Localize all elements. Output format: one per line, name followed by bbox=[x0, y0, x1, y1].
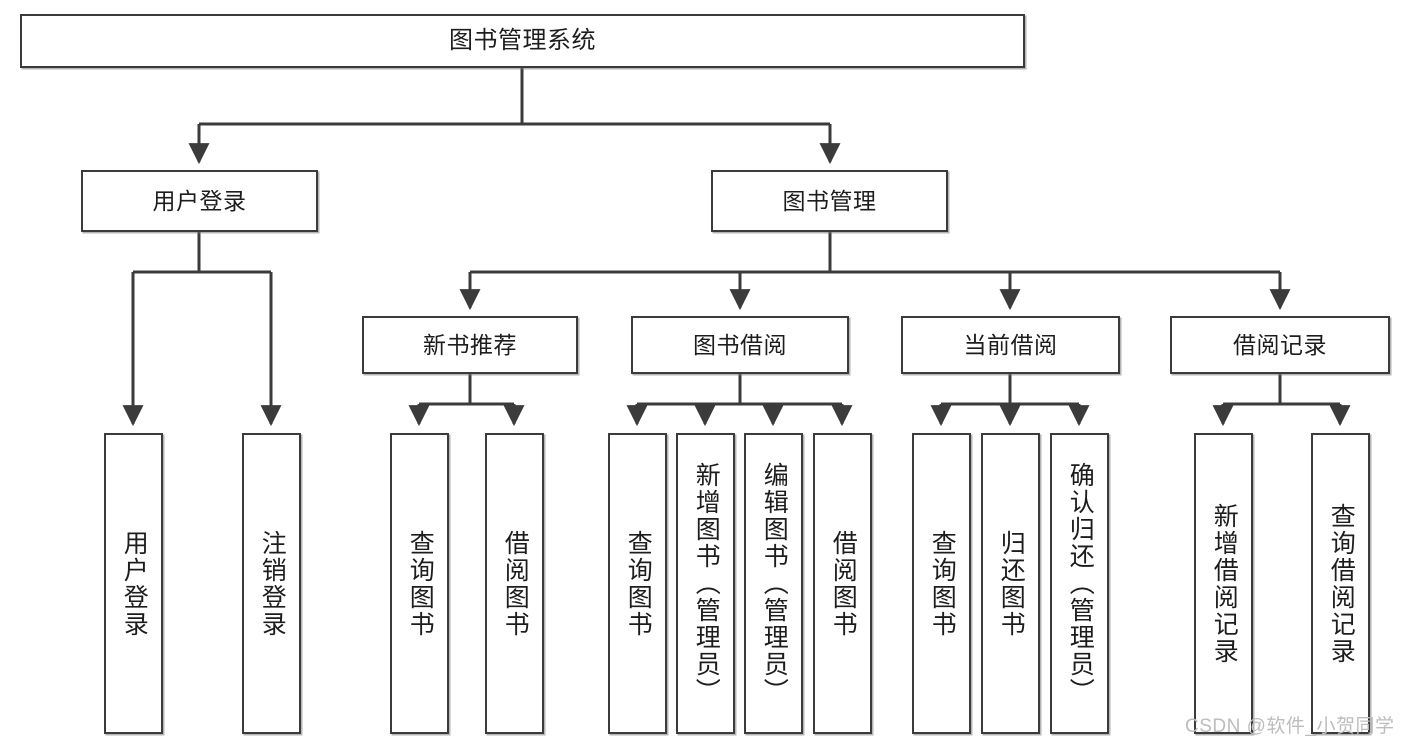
node-root-system[interactable]: 图书管理系统 bbox=[20, 14, 1025, 68]
node-label: 新书推荐 bbox=[423, 331, 517, 358]
leaf-confirm-return[interactable]: 确认归还（管理员） bbox=[1050, 433, 1109, 734]
node-label: 当前借阅 bbox=[963, 331, 1058, 358]
node-label: 查询图书 bbox=[406, 529, 435, 638]
leaf-add-borrow-record[interactable]: 新增借阅记录 bbox=[1194, 433, 1253, 734]
leaf-edit-book[interactable]: 编辑图书（管理员） bbox=[744, 433, 803, 734]
node-label: 图书借阅 bbox=[693, 331, 787, 358]
watermark-text: CSDN @软件_小贺同学 bbox=[1185, 716, 1395, 737]
node-label: 借阅图书 bbox=[501, 529, 530, 638]
node-label: 用户登录 bbox=[152, 187, 247, 214]
leaf-query-book-recommend[interactable]: 查询图书 bbox=[390, 433, 449, 734]
leaf-logout-login[interactable]: 注销登录 bbox=[242, 433, 301, 734]
node-new-book-recommend[interactable]: 新书推荐 bbox=[362, 316, 578, 374]
node-user-login[interactable]: 用户登录 bbox=[81, 170, 318, 232]
node-label: 图书管理 bbox=[782, 187, 877, 214]
node-book-manage[interactable]: 图书管理 bbox=[711, 170, 948, 232]
node-label: 查询借阅记录 bbox=[1327, 502, 1356, 665]
node-label: 查询图书 bbox=[624, 529, 653, 638]
node-label: 新增借阅记录 bbox=[1210, 502, 1239, 665]
leaf-return-book[interactable]: 归还图书 bbox=[981, 433, 1040, 734]
node-label: 查询图书 bbox=[928, 529, 957, 638]
leaf-query-book-borrow[interactable]: 查询图书 bbox=[608, 433, 667, 734]
leaf-borrow-book-recommend[interactable]: 借阅图书 bbox=[485, 433, 544, 734]
leaf-borrow-book[interactable]: 借阅图书 bbox=[813, 433, 872, 734]
node-label: 归还图书 bbox=[997, 529, 1026, 638]
node-label: 图书管理系统 bbox=[449, 27, 596, 55]
node-label: 编辑图书（管理员） bbox=[760, 462, 789, 705]
leaf-add-book[interactable]: 新增图书（管理员） bbox=[676, 433, 735, 734]
node-borrow-record[interactable]: 借阅记录 bbox=[1170, 316, 1390, 374]
node-current-borrow[interactable]: 当前借阅 bbox=[901, 316, 1120, 374]
node-label: 借阅图书 bbox=[829, 529, 858, 638]
node-label: 确认归还（管理员） bbox=[1066, 462, 1095, 705]
node-book-borrow[interactable]: 图书借阅 bbox=[631, 316, 849, 374]
node-label: 用户登录 bbox=[120, 529, 149, 638]
node-label: 注销登录 bbox=[258, 529, 287, 638]
leaf-user-login[interactable]: 用户登录 bbox=[104, 433, 163, 734]
node-label: 新增图书（管理员） bbox=[692, 462, 721, 705]
leaf-query-borrow-record[interactable]: 查询借阅记录 bbox=[1311, 433, 1370, 734]
node-label: 借阅记录 bbox=[1233, 331, 1327, 358]
leaf-query-book-current[interactable]: 查询图书 bbox=[912, 433, 971, 734]
